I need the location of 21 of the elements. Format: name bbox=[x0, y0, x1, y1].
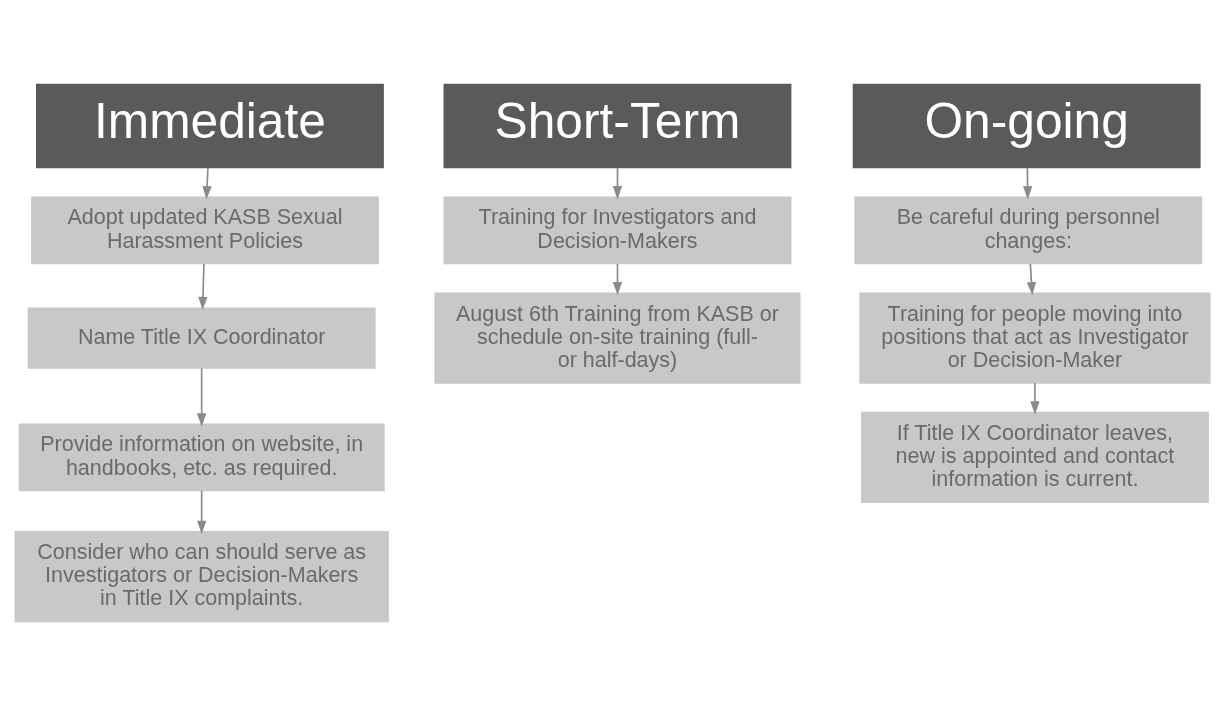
node-box: On-going bbox=[852, 83, 1201, 168]
arrow bbox=[202, 166, 212, 199]
arrow bbox=[612, 262, 623, 295]
node-box: Be careful during personnel changes: bbox=[854, 195, 1203, 264]
arrow bbox=[197, 367, 207, 427]
node-box: Training for people moving into positions that act as Investigator or Decision-Maker bbox=[859, 292, 1211, 384]
arrow bbox=[1026, 262, 1037, 295]
node-box: Short-Term bbox=[443, 83, 792, 168]
arrow bbox=[1030, 381, 1040, 415]
arrow bbox=[198, 262, 208, 310]
arrow bbox=[197, 489, 207, 534]
node-box: Provide information on website, in handbooks, etc. as required. bbox=[18, 422, 385, 491]
node-box: Training for Investigators and Decision-Makers bbox=[443, 195, 792, 264]
node-box: If Title IX Coordinator leaves, new is appointed and contact information is current. bbox=[861, 411, 1209, 503]
arrow bbox=[612, 166, 623, 199]
node-box: Immediate bbox=[36, 83, 384, 168]
node-box: Name Title IX Coordinator bbox=[27, 306, 376, 369]
node-box: Adopt updated KASB Sexual Harassment Policies bbox=[31, 195, 379, 264]
node-box: Consider who can should serve as Investigators or Decision-Makers in Title IX complaints. bbox=[14, 530, 389, 622]
arrow bbox=[1022, 166, 1033, 199]
node-box: August 6th Training from KASB or schedule on-site training (full- or half-days) bbox=[434, 292, 801, 384]
